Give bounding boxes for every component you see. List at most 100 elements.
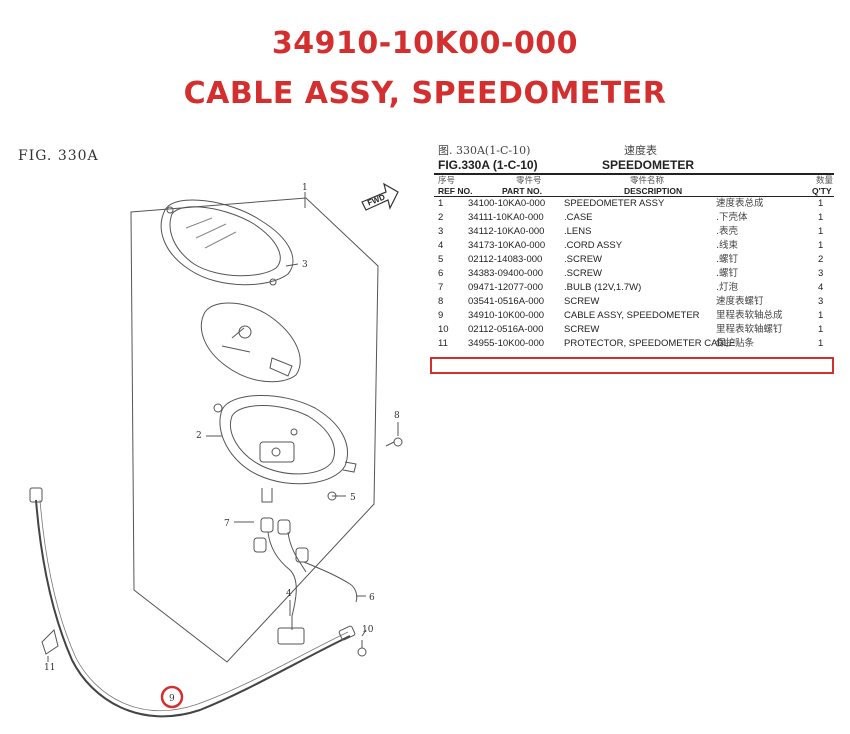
part-cell: 34100-10KA0-000 (468, 198, 546, 209)
table-row: 10 02112-0516A-000 SCREW 里程表软轴螺钉 1 (434, 323, 834, 337)
cn-cell: 里程表软轴总成 (716, 310, 783, 321)
table-row-highlighted: 9 34910-10K00-000 CABLE ASSY, SPEEDOMETER 里… (434, 309, 834, 323)
callout-10: 10 (362, 625, 374, 635)
part-cell: 34111-10KA0-000 (468, 212, 544, 223)
column-headers: 序号 REF NO. 零件号 PART NO. 零件名称 DESCRIPTION… (434, 173, 834, 197)
part-cell: 02112-0516A-000 (468, 324, 544, 335)
desc-cell: .BULB (12V,1.7W) (564, 282, 642, 293)
ref-cell: 4 (438, 240, 444, 251)
part-name-title: CABLE ASSY, SPEEDOMETER (183, 76, 667, 111)
ref-header-cn: 序号 (438, 176, 456, 186)
cn-cell: .表壳 (716, 226, 739, 237)
figure-label: FIG. 330A (18, 148, 99, 164)
callout-8: 8 (394, 411, 400, 421)
table-row: 6 34383-09400-000 .SCREW .螺钉 3 (434, 267, 834, 281)
qty-header-cn: 数量 (816, 176, 834, 186)
ref-cell: 9 (438, 310, 444, 321)
qty-cell: 3 (818, 268, 824, 279)
part-cell: 34112-10KA0-000 (468, 226, 545, 237)
cn-section-title: 速度表 (624, 144, 657, 157)
desc-cell: .CORD ASSY (564, 240, 623, 251)
desc-cell: SPEEDOMETER ASSY (564, 198, 665, 209)
ref-cell: 11 (438, 338, 448, 349)
desc-cell: .CASE (564, 212, 593, 223)
callout-9-highlight (160, 685, 184, 709)
screw-part-10 (357, 640, 367, 657)
part-header-cn: 零件号 (516, 176, 542, 186)
cn-cell: 速度表总成 (716, 198, 764, 209)
cn-cell: 保护贴条 (716, 338, 755, 349)
callout-11: 11 (44, 663, 55, 673)
fwd-arrow-icon: FWD (361, 182, 399, 211)
part-cell: 34910-10K00-000 (468, 310, 545, 321)
table-rows: 1 34100-10KA0-000 SPEEDOMETER ASSY 速度表总成 1 2… (430, 197, 834, 374)
ref-cell: 8 (438, 296, 444, 307)
cn-fig-label: 图. 330A(1-C-10) (438, 144, 531, 157)
callout-6: 6 (369, 593, 375, 603)
part-cell: 34955-10K00-000 (468, 338, 545, 349)
table-row: 7 09471-12077-000 .BULB (12V,1.7W) .灯泡 4 (434, 281, 834, 295)
desc-cell: SCREW (564, 324, 600, 335)
ref-cell: 7 (438, 282, 444, 293)
ref-cell: 10 (438, 324, 449, 335)
part-cell: 34383-09400-000 (468, 268, 544, 279)
fig-label: FIG.330A (1-C-10) (438, 158, 538, 172)
qty-cell: 1 (818, 198, 824, 209)
exploded-diagram: FWD (29, 182, 403, 718)
callout-5: 5 (350, 493, 356, 503)
qty-cell: 1 (818, 240, 824, 251)
table-en-header: FIG.330A (1-C-10) SPEEDOMETER (434, 158, 834, 173)
desc-cell: CABLE ASSY, SPEEDOMETER (564, 310, 700, 321)
ref-cell: 3 (438, 226, 444, 237)
dial-face-part (200, 302, 301, 383)
cn-cell: .螺钉 (716, 254, 739, 265)
cord-assy-part (253, 517, 358, 645)
qty-header: Q'TY (812, 186, 832, 196)
qty-cell: 1 (818, 226, 824, 237)
cn-cell: 里程表软轴螺钉 (716, 324, 783, 335)
protector-part (41, 629, 59, 655)
cn-cell: .线束 (716, 240, 739, 251)
table-row: 3 34112-10KA0-000 .LENS .表壳 1 (434, 225, 834, 239)
desc-header: DESCRIPTION (624, 186, 683, 196)
callout-9: 9 (169, 694, 175, 704)
desc-cell: .SCREW (564, 254, 602, 265)
qty-cell: 3 (818, 296, 824, 307)
qty-cell: 1 (818, 310, 824, 321)
table-row: 8 03541-0516A-000 SCREW 速度表螺钉 3 (434, 295, 834, 309)
table-cn-header: 图. 330A(1-C-10) 速度表 (434, 144, 834, 158)
desc-cell: .SCREW (564, 268, 602, 279)
part-cell: 09471-12077-000 (468, 282, 544, 293)
desc-cell: SCREW (564, 296, 600, 307)
part-cell: 02112-14083-000 (468, 254, 543, 265)
section-title: SPEEDOMETER (602, 158, 695, 172)
qty-cell: 2 (818, 254, 824, 265)
cn-cell: .下壳体 (716, 212, 748, 223)
desc-cell: .LENS (564, 226, 592, 237)
qty-cell: 1 (818, 324, 824, 335)
row-9-highlight-box (430, 357, 834, 374)
cn-cell: 速度表螺钉 (716, 296, 764, 307)
ref-cell: 6 (438, 268, 444, 279)
callout-2: 2 (196, 431, 202, 441)
cn-cell: .螺钉 (716, 268, 739, 279)
part-cell: 03541-0516A-000 (468, 296, 545, 307)
callout-3: 3 (302, 260, 308, 270)
part-number-title: 34910-10K00-000 (271, 26, 579, 61)
screw-part-8 (385, 437, 403, 447)
parts-table: 图. 330A(1-C-10) 速度表 FIG.330A (1-C-10) SP… (430, 144, 834, 374)
ref-header: REF NO. (438, 186, 473, 196)
qty-cell: 1 (818, 338, 824, 349)
lens-part (160, 199, 294, 286)
qty-cell: 4 (818, 282, 824, 293)
desc-header-cn: 零件名称 (630, 176, 665, 186)
speedometer-cable-part (29, 487, 356, 718)
qty-cell: 1 (818, 212, 824, 223)
assembly-frame (130, 197, 379, 663)
callout-7: 7 (224, 519, 230, 529)
cn-cell: .灯泡 (716, 282, 739, 293)
desc-cell: PROTECTOR, SPEEDOMETER CABLE (564, 338, 736, 349)
callout-4: 4 (286, 589, 292, 599)
